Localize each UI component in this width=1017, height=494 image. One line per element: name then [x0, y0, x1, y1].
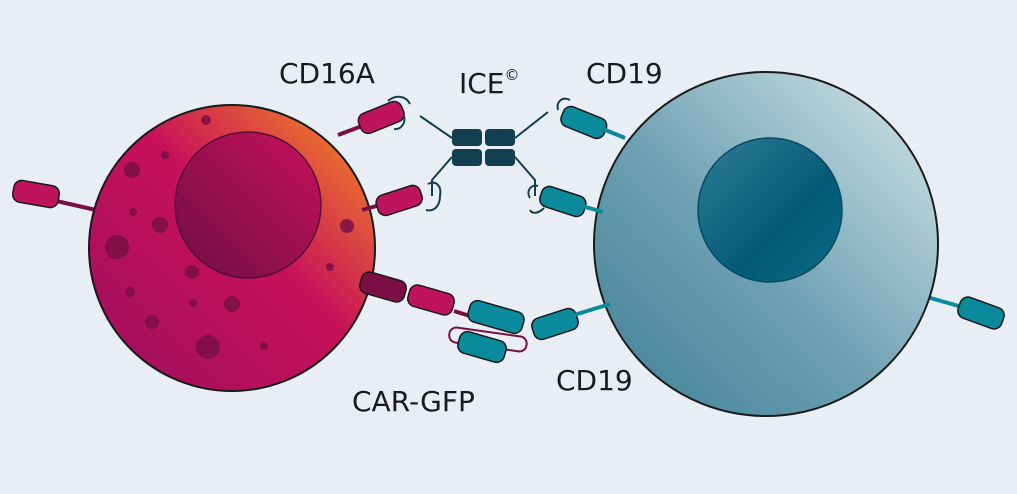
cd16a-lower-receptor	[375, 184, 423, 217]
cd19-lower-stalk	[573, 302, 611, 317]
car-transmembrane-domain	[359, 271, 407, 303]
target-cell-nucleus	[697, 137, 843, 283]
label-cd16a: CD16A	[279, 57, 375, 90]
cd19-middle-receptor	[539, 185, 587, 218]
label-ice-text: ICE	[459, 67, 505, 100]
ice-engager	[452, 129, 515, 166]
label-cd19-bottom: CD19	[556, 364, 633, 397]
target-right-receptor	[957, 296, 1005, 330]
label-ice-copyright: ©	[504, 66, 520, 84]
nk-left-receptor	[11, 179, 61, 209]
car-scfv-domain	[467, 299, 525, 335]
nk-cell-granules	[105, 115, 354, 359]
cd19-upper-stalk	[602, 127, 626, 140]
car-hinge-domain	[407, 284, 455, 316]
nk-left-stalk	[51, 198, 97, 212]
cd19-lower-receptor	[531, 307, 579, 341]
cd19-upper-receptor	[560, 105, 608, 140]
label-ice: ICE©	[459, 67, 520, 100]
cd16a-upper-stalk	[337, 124, 363, 137]
ice-linkers	[387, 95, 571, 214]
label-cd19-top: CD19	[586, 57, 663, 90]
cd19-middle-stalk	[581, 204, 604, 214]
label-car-gfp: CAR-GFP	[352, 385, 475, 418]
gfp-domain	[457, 330, 507, 364]
nk-cell-nucleus	[174, 131, 322, 279]
cd16a-upper-receptor	[357, 100, 405, 135]
